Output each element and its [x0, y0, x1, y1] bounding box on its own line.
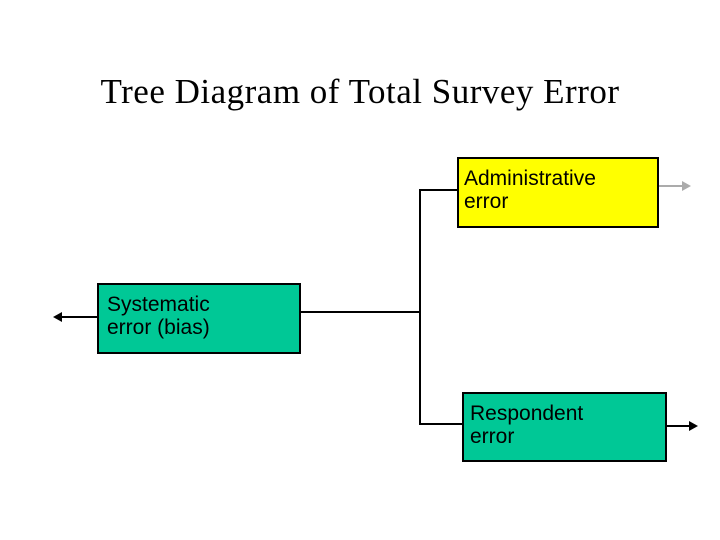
systematic-output-arrow-left-icon	[53, 312, 97, 322]
administrative-output-arrow-right-icon	[659, 181, 691, 191]
node-label-line: Systematic	[107, 293, 210, 316]
node-label-line: Respondent	[470, 402, 584, 425]
arrow-head-icon	[682, 181, 691, 191]
arrow-head-icon	[689, 421, 698, 431]
node-administrative-error[interactable]: Administrative error	[457, 157, 659, 228]
node-respondent-error[interactable]: Respondent error	[462, 392, 667, 462]
respondent-output-arrow-right-icon	[667, 421, 698, 431]
connector-systematic-horizontal	[300, 311, 420, 313]
slide-title: Tree Diagram of Total Survey Error	[100, 72, 620, 111]
node-label-line: error (bias)	[107, 316, 210, 339]
connector-trunk-vertical	[419, 189, 421, 425]
node-label-line: Administrative	[464, 167, 596, 190]
arrow-shaft	[659, 185, 685, 187]
arrow-shaft	[667, 425, 691, 427]
connector-respondent-horizontal	[420, 423, 462, 425]
connector-administrative-horizontal	[420, 189, 457, 191]
node-systematic-error[interactable]: Systematic error (bias)	[97, 283, 301, 354]
node-label-line: error	[464, 190, 509, 213]
arrow-shaft	[60, 316, 97, 318]
arrow-head-icon	[53, 312, 62, 322]
node-label-line: error	[470, 425, 515, 448]
